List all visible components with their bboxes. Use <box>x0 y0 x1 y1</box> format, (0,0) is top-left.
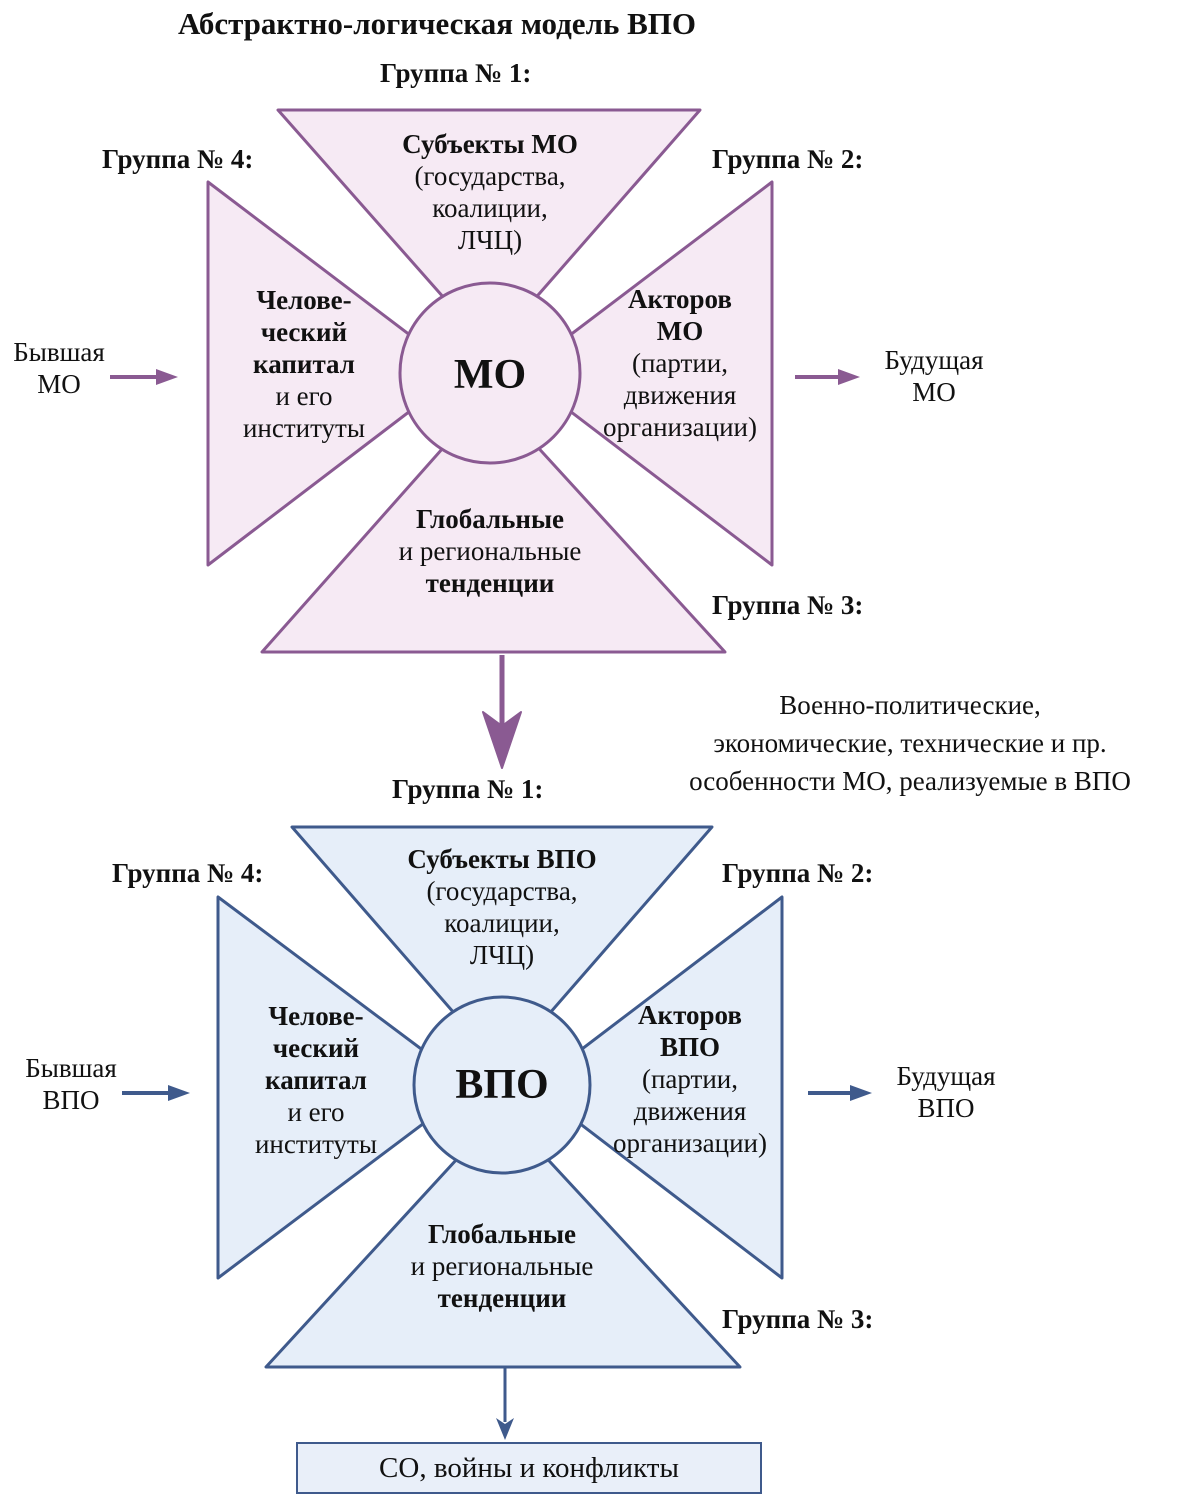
connector-text: Военно-политические, экономические, техн… <box>600 686 1200 800</box>
top-sector-bottom-title2: тенденции <box>425 568 555 598</box>
top-past-line1: Бывшая <box>13 337 105 367</box>
bottom-sector-bottom <box>264 1108 742 1369</box>
top-sector-left-title2: ческий <box>260 317 348 347</box>
top-sector-bottom-text: Глобальные и региональные тенденции <box>350 503 630 599</box>
top-sector-right-text: Акторов МО (партии, движения организации… <box>570 283 790 443</box>
top-sector-right <box>518 180 774 567</box>
bottom-future-line1: Будущая <box>896 1061 996 1091</box>
top-sector-top-line2: коалиции, <box>432 193 548 223</box>
top-center-label: МО <box>453 352 527 398</box>
top-model-shapes <box>110 108 860 769</box>
top-future-line2: МО <box>912 377 956 407</box>
bottom-group3-label: Группа № 3: <box>722 1304 874 1334</box>
top-sector-bottom-title1: Глобальные <box>415 504 565 534</box>
bottom-sector-left-title1: Челове- <box>268 1001 364 1031</box>
bottom-past-arrow <box>122 1085 190 1101</box>
bottom-past-line2: ВПО <box>42 1085 100 1115</box>
bottom-future-line2: ВПО <box>917 1093 975 1123</box>
top-past-arrow <box>110 369 178 385</box>
top-past-label: Бывшая МО <box>0 336 118 400</box>
bottom-sector-top-line3: ЛЧЦ) <box>469 940 535 970</box>
bottom-future-label: Будущая ВПО <box>876 1060 1016 1124</box>
bottom-past-line1: Бывшая <box>25 1053 117 1083</box>
bottom-sector-left-line2: институты <box>254 1129 377 1159</box>
top-past-line2: МО <box>37 369 81 399</box>
connector-arrow <box>482 655 522 769</box>
top-sector-top-line3: ЛЧЦ) <box>457 225 523 255</box>
bottom-model-shapes <box>122 825 872 1440</box>
bottom-center-label: ВПО <box>455 1062 549 1108</box>
bottom-sector-right-line3: организации) <box>613 1128 767 1158</box>
bottom-sector-bottom-title1: Глобальные <box>427 1219 577 1249</box>
top-sector-top-text: Субъекты МО (государства, коалиции, ЛЧЦ) <box>340 128 640 256</box>
top-future-line1: Будущая <box>884 345 984 375</box>
top-sector-right-title2: МО <box>656 316 704 346</box>
bottom-sector-bottom-title2: тенденции <box>437 1283 567 1313</box>
result-arrow <box>496 1368 514 1440</box>
bottom-center-circle <box>412 995 592 1175</box>
bottom-group2-label: Группа № 2: <box>722 858 874 888</box>
bottom-sector-left-line1: и его <box>287 1097 345 1127</box>
top-sector-top <box>276 108 702 352</box>
top-sector-left <box>206 180 462 567</box>
top-sector-right-title1: Акторов <box>628 284 732 314</box>
top-sector-left-title1: Челове- <box>256 285 352 315</box>
top-sector-bottom <box>260 393 727 654</box>
connector-line2: экономические, технические и пр. <box>713 728 1107 758</box>
bottom-sector-right-text: Акторов ВПО (партии, движения организаци… <box>580 999 800 1159</box>
bottom-sector-top-line2: коалиции, <box>444 908 560 938</box>
top-sector-right-line3: организации) <box>603 412 757 442</box>
bottom-sector-left-title2: ческий <box>272 1033 360 1063</box>
bottom-sector-left-text: Челове- ческий капитал и его институты <box>226 1000 406 1160</box>
bottom-sector-top-text: Субъекты ВПО (государства, коалиции, ЛЧЦ… <box>352 843 652 971</box>
top-group1-label: Группа № 1: <box>380 58 532 88</box>
bottom-sector-right <box>530 895 784 1280</box>
bottom-sector-left-title3: капитал <box>265 1065 367 1095</box>
result-box: СО, войны и конфликты <box>296 1442 762 1494</box>
top-sector-right-line1: (партии, <box>631 348 729 378</box>
top-future-label: Будущая МО <box>866 344 1002 408</box>
bottom-sector-right-title1: Акторов <box>638 1000 742 1030</box>
top-sector-bottom-line1: и региональные <box>398 536 582 566</box>
top-future-arrow <box>795 369 860 385</box>
top-sector-left-line2: институты <box>242 413 365 443</box>
top-group4-label: Группа № 4: <box>102 144 254 174</box>
bottom-group4-label: Группа № 4: <box>112 858 264 888</box>
bottom-sector-right-title2: ВПО <box>659 1032 720 1062</box>
connector-line1: Военно-политические, <box>779 690 1041 720</box>
result-label: СО, войны и конфликты <box>379 1451 679 1484</box>
top-sector-top-line1: (государства, <box>414 161 566 191</box>
top-group3-label: Группа № 3: <box>712 590 864 620</box>
top-sector-left-title3: капитал <box>253 349 355 379</box>
bottom-sector-right-line1: (партии, <box>641 1064 739 1094</box>
top-center-circle <box>398 281 582 465</box>
top-sector-right-line2: движения <box>623 380 737 410</box>
bottom-sector-bottom-line1: и региональные <box>410 1251 594 1281</box>
diagram-title: Абстрактно-логическая модель ВПО <box>178 6 697 41</box>
top-sector-left-text: Челове- ческий капитал и его институты <box>214 284 394 444</box>
top-sector-left-line1: и его <box>275 381 333 411</box>
bottom-sector-right-line2: движения <box>633 1096 747 1126</box>
connector-line3: особенности МО, реализуемые в ВПО <box>689 766 1131 796</box>
bottom-future-arrow <box>808 1085 872 1101</box>
bottom-group1-label: Группа № 1: <box>392 774 544 804</box>
bottom-sector-bottom-text: Глобальные и региональные тенденции <box>362 1218 642 1314</box>
bottom-sector-top-title: Субъекты ВПО <box>407 844 597 874</box>
bottom-sector-left <box>216 895 474 1280</box>
bottom-past-label: Бывшая ВПО <box>8 1052 134 1116</box>
bottom-sector-top <box>290 825 714 1070</box>
top-sector-top-title: Субъекты МО <box>402 129 578 159</box>
bottom-sector-top-line1: (государства, <box>426 876 578 906</box>
top-group2-label: Группа № 2: <box>712 144 864 174</box>
